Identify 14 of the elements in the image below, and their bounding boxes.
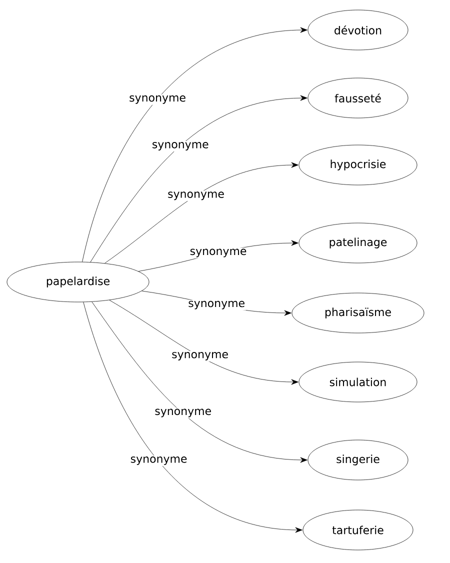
edge-label: synonyme (166, 190, 226, 202)
edge-label: synonyme (150, 141, 210, 152)
arrow (83, 302, 302, 533)
arrow (104, 162, 298, 264)
edge-label: synonyme (154, 408, 213, 418)
arrow (92, 302, 308, 463)
arrow (82, 27, 308, 262)
edge-label: synonyme (188, 248, 248, 258)
edge-label: synonyme (128, 94, 187, 105)
edge-label: synonyme (170, 350, 230, 362)
edge-label: synonyme (129, 456, 188, 466)
arrow (90, 95, 308, 262)
edge-label: synonyme (187, 300, 246, 310)
arrow (109, 300, 298, 385)
